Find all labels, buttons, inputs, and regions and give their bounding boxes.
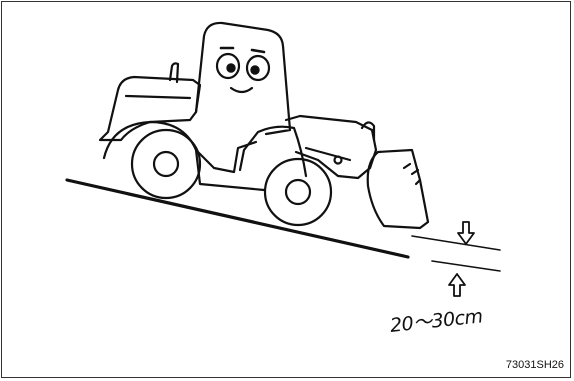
right-eye xyxy=(245,54,271,82)
rear-fender xyxy=(102,120,258,174)
slope-ground-line xyxy=(65,178,410,259)
figure-code: 73031SH26 xyxy=(505,359,564,371)
bucket-teeth xyxy=(402,162,422,186)
smile xyxy=(229,86,254,94)
boom-pivot xyxy=(333,155,343,165)
rear-wheel xyxy=(130,128,202,200)
rear-wheel-hub xyxy=(152,150,180,178)
loader-rear-body xyxy=(98,75,202,142)
right-eyebrow xyxy=(250,48,266,54)
loader-cab xyxy=(194,21,292,136)
wheel-loader xyxy=(98,21,430,230)
left-eye xyxy=(215,52,241,80)
arm-pin xyxy=(360,121,376,142)
down-arrow-icon xyxy=(457,221,475,245)
right-pupil xyxy=(250,65,260,75)
left-pupil xyxy=(226,63,236,73)
exhaust-pipe xyxy=(168,62,180,84)
cartoon-face xyxy=(215,46,271,94)
boom-cylinder xyxy=(304,146,352,162)
loader-chassis xyxy=(194,148,266,192)
front-wheel-hub xyxy=(284,178,312,206)
up-arrow-icon xyxy=(448,273,466,297)
front-wheel xyxy=(263,157,333,227)
loader-bucket xyxy=(366,148,430,230)
reference-line-upper xyxy=(411,235,501,251)
reference-line-lower xyxy=(431,260,501,272)
loader-hood-line xyxy=(124,94,192,100)
